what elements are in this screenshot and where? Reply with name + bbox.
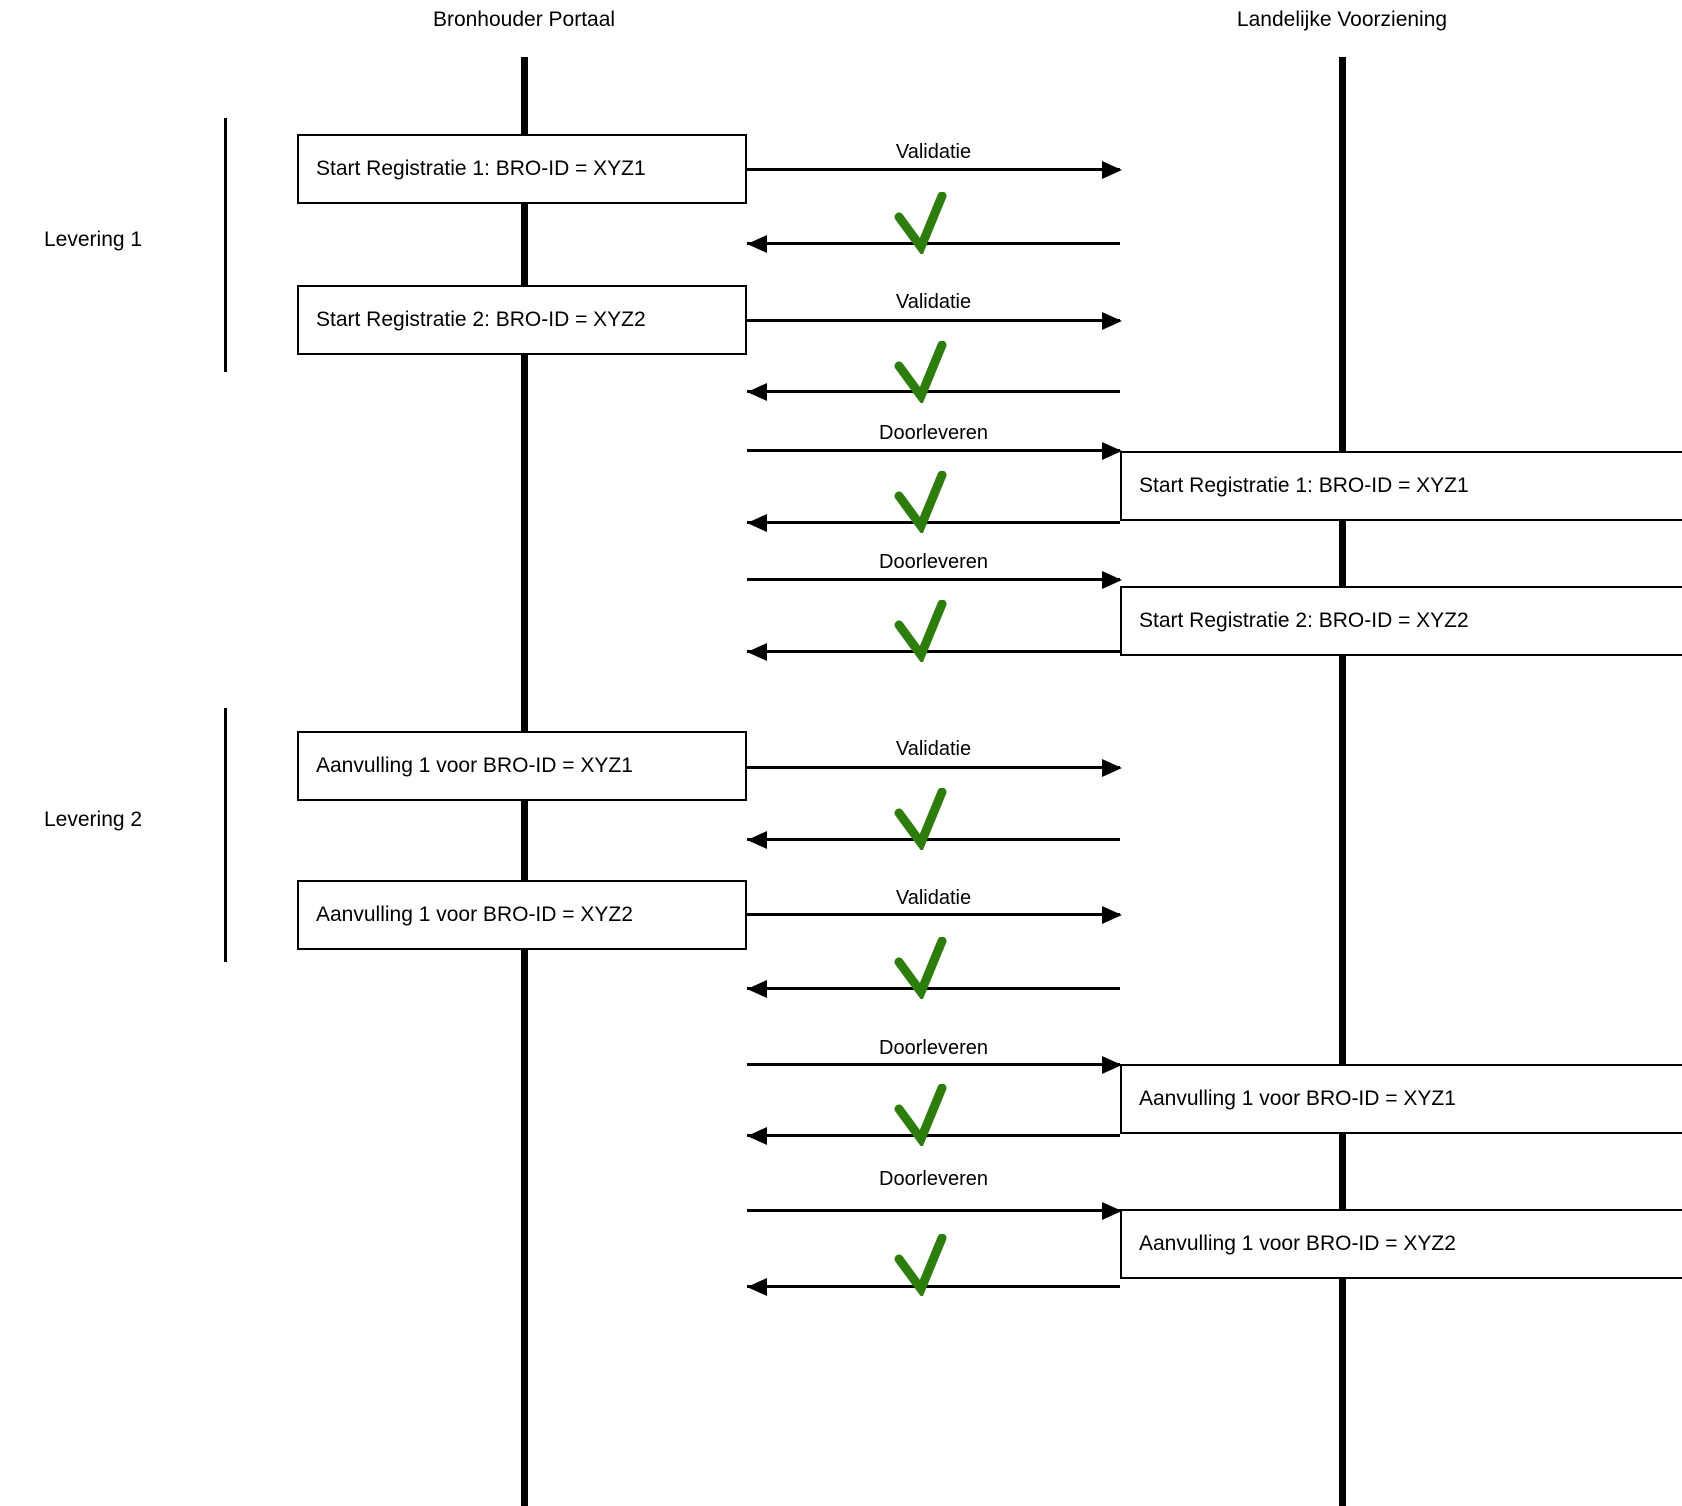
checkmark-icon-c2 [890,341,954,403]
lifeline-title-landelijke-voorziening: Landelijke Voorziening [1236,8,1448,31]
message-arrow-m16 [747,1285,1120,1288]
arrow-head-right-m3 [1102,312,1122,330]
arrow-head-left-m2 [747,235,767,253]
lifeline-landelijke-voorziening [1339,57,1346,1506]
arrow-head-right-m9 [1102,759,1122,777]
checkmark-icon-c5 [890,788,954,850]
message-arrow-m14 [747,1134,1120,1137]
message-box-b6[interactable]: Aanvulling 1 voor BRO-ID = XYZ2 [297,880,747,950]
message-arrow-m5 [747,449,1120,452]
message-box-b3[interactable]: Start Registratie 1: BRO-ID = XYZ1 [1120,451,1682,521]
checkmark-icon-c7 [890,1084,954,1146]
message-label-m11: Validatie [895,887,972,909]
message-arrow-m2 [747,242,1120,245]
message-arrow-m7 [747,578,1120,581]
message-arrow-m1 [747,168,1120,171]
message-label-m13: Doorleveren [879,1037,988,1059]
lifeline-title-bronhouder-portaal: Bronhouder Portaal [432,8,616,31]
arrow-head-left-m12 [747,980,767,998]
checkmark-icon-c3 [890,471,954,533]
message-arrow-m8 [747,650,1120,653]
arrow-head-left-m14 [747,1127,767,1145]
message-box-label: Start Registratie 1: BRO-ID = XYZ1 [1139,474,1469,497]
message-arrow-m12 [747,987,1120,990]
message-box-b4[interactable]: Start Registratie 2: BRO-ID = XYZ2 [1120,586,1682,656]
arrow-head-left-m4 [747,383,767,401]
message-arrow-m15 [747,1209,1120,1212]
message-box-b8[interactable]: Aanvulling 1 voor BRO-ID = XYZ2 [1120,1209,1682,1279]
arrow-head-right-m7 [1102,571,1122,589]
message-label-m9: Validatie [895,738,972,760]
arrow-head-left-m10 [747,831,767,849]
message-label-m15: Doorleveren [879,1168,988,1190]
message-box-label: Start Registratie 1: BRO-ID = XYZ1 [316,157,646,180]
group-label-levering-1: Levering 1 [44,228,143,251]
message-arrow-m13 [747,1063,1120,1066]
message-box-label: Aanvulling 1 voor BRO-ID = XYZ2 [1139,1232,1456,1255]
checkmark-icon-c4 [890,600,954,662]
message-box-b2[interactable]: Start Registratie 2: BRO-ID = XYZ2 [297,285,747,355]
message-arrow-m9 [747,766,1120,769]
message-arrow-m3 [747,319,1120,322]
message-box-b1[interactable]: Start Registratie 1: BRO-ID = XYZ1 [297,134,747,204]
group-bracket-levering-1 [224,118,227,372]
arrow-head-left-m6 [747,514,767,532]
message-box-label: Start Registratie 2: BRO-ID = XYZ2 [316,308,646,331]
arrow-head-left-m8 [747,643,767,661]
arrow-head-right-m11 [1102,906,1122,924]
arrow-head-right-m1 [1102,161,1122,179]
arrow-head-right-m13 [1102,1056,1122,1074]
message-box-b7[interactable]: Aanvulling 1 voor BRO-ID = XYZ1 [1120,1064,1682,1134]
checkmark-icon-c6 [890,937,954,999]
message-label-m1: Validatie [895,141,972,163]
message-label-m3: Validatie [895,291,972,313]
message-box-label: Aanvulling 1 voor BRO-ID = XYZ1 [1139,1087,1456,1110]
group-bracket-levering-2 [224,708,227,962]
message-box-label: Aanvulling 1 voor BRO-ID = XYZ1 [316,754,633,777]
arrow-head-left-m16 [747,1278,767,1296]
checkmark-icon-c1 [890,192,954,254]
arrow-head-right-m15 [1102,1202,1122,1220]
message-label-m5: Doorleveren [879,422,988,444]
arrow-head-right-m5 [1102,442,1122,460]
message-label-m7: Doorleveren [879,551,988,573]
message-arrow-m4 [747,390,1120,393]
message-box-label: Start Registratie 2: BRO-ID = XYZ2 [1139,609,1469,632]
checkmark-icon-c8 [890,1234,954,1296]
message-box-b5[interactable]: Aanvulling 1 voor BRO-ID = XYZ1 [297,731,747,801]
message-arrow-m10 [747,838,1120,841]
message-arrow-m11 [747,913,1120,916]
message-box-label: Aanvulling 1 voor BRO-ID = XYZ2 [316,903,633,926]
message-arrow-m6 [747,521,1120,524]
group-label-levering-2: Levering 2 [44,808,143,831]
